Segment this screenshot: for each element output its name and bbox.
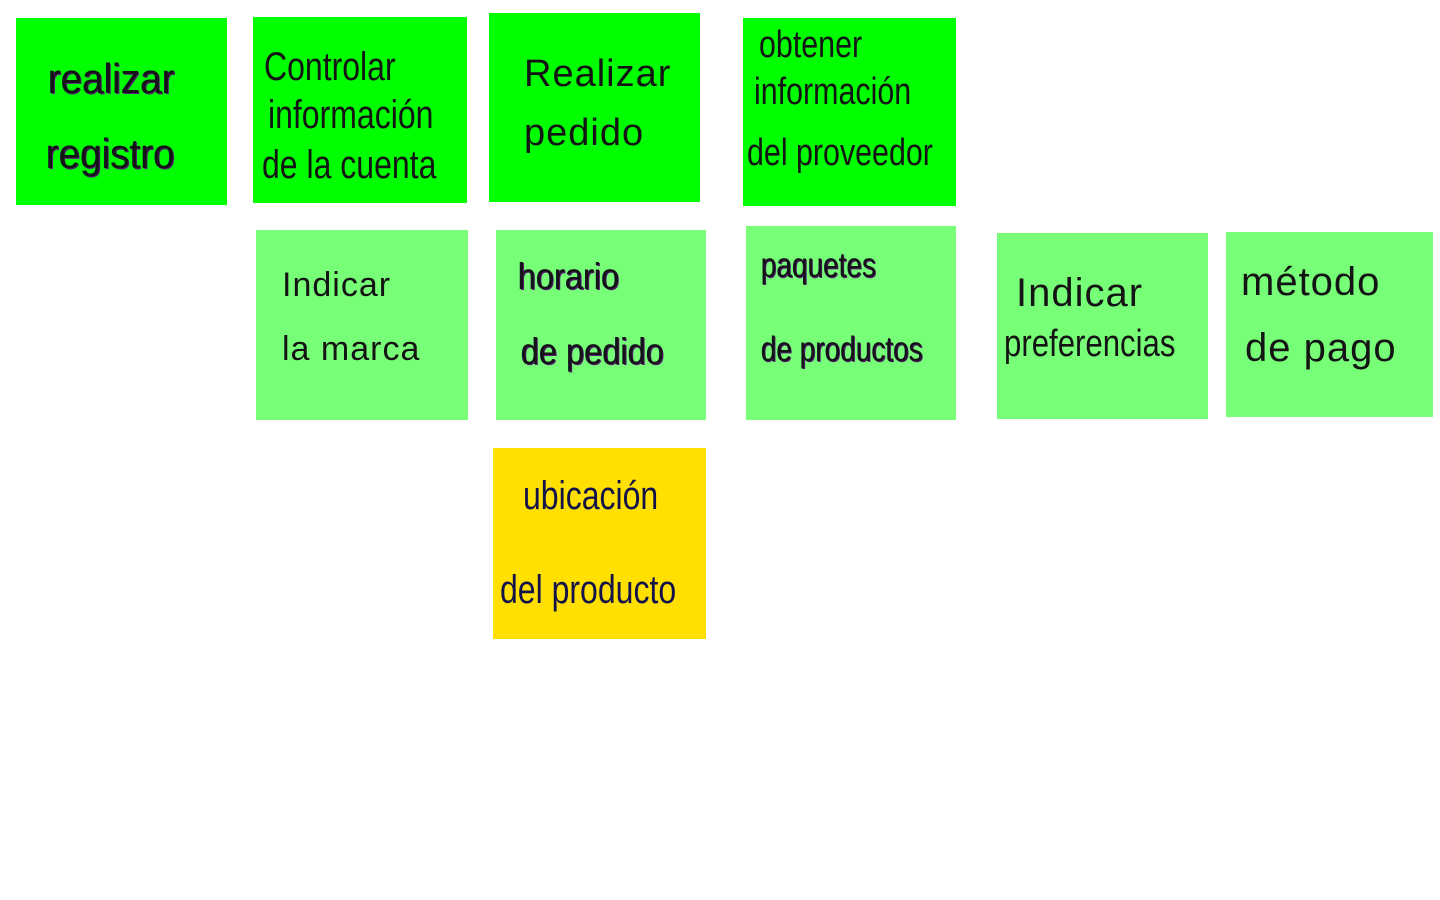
note-line: Realizar (524, 53, 672, 95)
note-line: obtener (759, 24, 863, 66)
note-line: información (268, 93, 434, 137)
note-line: del proveedor (747, 132, 933, 174)
note-line: de pedido (521, 331, 665, 372)
note-line: la marca (282, 330, 421, 368)
note-line: preferencias (1004, 323, 1176, 365)
note-line: de productos (761, 330, 923, 369)
note-line: Indicar (282, 266, 392, 304)
note-line: método (1241, 260, 1381, 304)
note-line: de pago (1245, 326, 1397, 370)
sticky-note-obtener-proveedor[interactable]: obtener información del proveedor (743, 18, 956, 206)
note-line: del producto (500, 568, 677, 612)
note-line: registro (46, 130, 175, 177)
sticky-note-indicar-preferencias[interactable]: Indicar preferencias (997, 233, 1208, 419)
note-line: Indicar (1016, 271, 1144, 315)
sticky-note-horario-pedido[interactable]: horario de pedido (496, 230, 706, 420)
note-line: Controlar (264, 45, 396, 89)
note-line: pedido (524, 112, 645, 154)
sticky-note-controlar-cuenta[interactable]: Controlar información de la cuenta (253, 17, 467, 203)
note-line: paquetes (761, 246, 877, 285)
note-line: ubicación (523, 474, 659, 518)
note-line: información (754, 71, 912, 113)
note-line: realizar (48, 55, 175, 102)
sticky-note-realizar-pedido[interactable]: Realizar pedido (489, 13, 700, 202)
note-line: horario (518, 256, 620, 297)
note-line: de la cuenta (262, 143, 437, 187)
sticky-note-realizar-registro[interactable]: realizar registro (16, 18, 227, 205)
sticky-note-paquetes-productos[interactable]: paquetes de productos (746, 226, 956, 420)
sticky-note-metodo-pago[interactable]: método de pago (1226, 232, 1433, 417)
sticky-note-indicar-marca[interactable]: Indicar la marca (256, 230, 468, 420)
sticky-note-ubicacion-producto[interactable]: ubicación del producto (493, 448, 706, 639)
